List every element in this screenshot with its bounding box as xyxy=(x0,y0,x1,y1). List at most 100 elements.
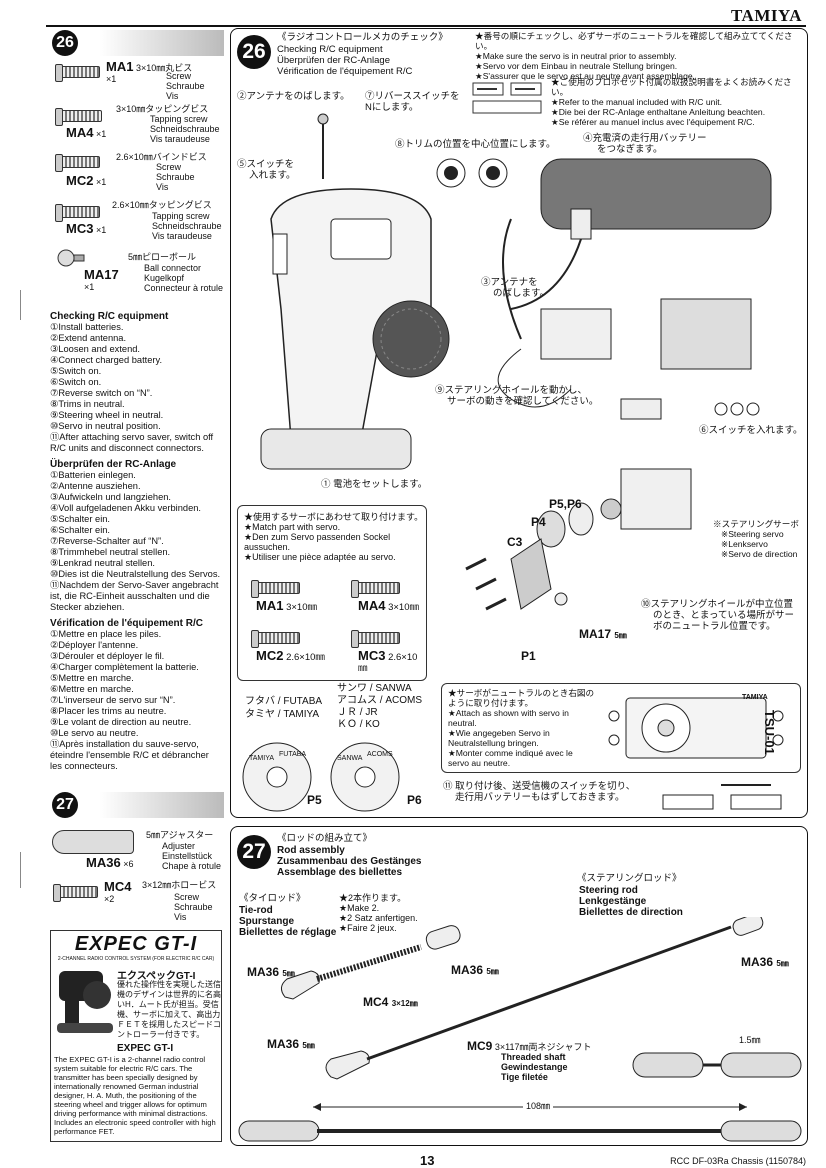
transmitter-drawing-icon xyxy=(260,113,450,470)
callout-1: ① 電池をセットします。 xyxy=(321,479,428,490)
fr-step-4: ④Charger complètement la batterie. xyxy=(50,662,199,672)
label-ma17: MA17 5㎜ xyxy=(579,627,627,641)
de-step-10: ⑩Dies ist die Neutralstellung des Servos… xyxy=(50,569,221,579)
de-step-3: ③Aufwickeln und langziehen. xyxy=(50,492,172,502)
label-p56: P5,P6 xyxy=(549,497,582,511)
part-ma1: MA1 3×10㎜丸ビス ×1 xyxy=(106,59,193,85)
p6-ring-acoms: ACOMS xyxy=(367,751,393,758)
top-rule xyxy=(46,25,806,27)
footer-code: RCC DF-03Ra Chassis (1150784) xyxy=(670,1156,806,1166)
connector-arrows-icon xyxy=(472,82,542,114)
ball-connector-icon xyxy=(57,249,85,267)
p5-ring-futaba: FUTABA xyxy=(279,751,307,758)
brand-logo: TAMIYA xyxy=(730,6,802,25)
label-mc4: MC4 3×12㎜ xyxy=(363,995,418,1009)
expec-jp-text: 優れた操作性を実現した送信機のデザインは世界的に名高いH．ムート氏が担当。受信機… xyxy=(117,980,221,1039)
callout-4: ④充電済の走行用バッテリーをつなぎます。 xyxy=(583,133,707,155)
step27-badge: 27 xyxy=(52,792,78,818)
en-step-7: ⑦Reverse switch on “N”. xyxy=(50,388,153,398)
de-step-9: ⑨Lenkrad neutral stellen. xyxy=(50,558,155,568)
part-mc4-size: 3×12㎜ホロービス xyxy=(142,880,217,890)
label-ma36-b: MA36 5㎜ xyxy=(451,963,499,977)
part-ma4-size: 3×10㎜タッピングビス xyxy=(116,104,209,114)
de-step-6: ⑥Schalter ein. xyxy=(50,525,111,535)
servo-match-notes: ★使用するサーボにあわせて取り付けます。★Match part with ser… xyxy=(244,512,424,562)
make2-notes: ★2本作ります。★Make 2.★2 Satz anfertigen.★Fair… xyxy=(339,893,418,933)
en-step-10: ⑩Servo in neutral position. xyxy=(50,421,161,431)
margin-mark-2 xyxy=(20,852,22,888)
tierod-jp: 《タイロッド》 xyxy=(239,893,306,904)
callout-11: ⑪ 取り付け後、送受信機のスイッチを切り、走行用バッテリーもはずしておきます。 xyxy=(443,781,636,803)
servo-match-box: ★使用するサーボにあわせて取り付けます。★Match part with ser… xyxy=(237,505,427,681)
adjuster-icon xyxy=(52,830,134,854)
disconnect-connector-icon xyxy=(662,784,782,810)
label-ma36-a: MA36 5㎜ xyxy=(247,965,295,979)
part-ma36: MA36 ×6 xyxy=(86,855,134,870)
fr-step-1: ①Mettre en place les piles. xyxy=(50,629,162,639)
screw-ma4-icon-2 xyxy=(351,580,400,598)
page-number: 13 xyxy=(420,1153,435,1168)
fr-step-11: ⑪Après installation du sauve-servo, étei… xyxy=(50,739,209,771)
en-step-6: ⑥Switch on. xyxy=(50,377,102,387)
attach-note-box: ★サーボがニュートラルのとき右図のように取り付けます。★Attach as sh… xyxy=(441,683,801,773)
p5-label: P5 xyxy=(307,793,322,807)
en-step-4: ④Connect charged battery. xyxy=(50,355,163,365)
en-title: Checking R/C equipment xyxy=(50,311,169,322)
de-title: Überprüfen der RC-Anlage xyxy=(50,459,177,470)
callout-9: ⑨ステアリングホイールを動かし、サーボの動きを確認してください。 xyxy=(435,385,599,407)
en-step-3: ③Loosen and extend. xyxy=(50,344,141,354)
de-steps: ①Batterien einlegen.②Antenne ausziehen.③… xyxy=(50,470,222,613)
servo-model-label: TSU-01 xyxy=(762,710,777,755)
callout-6: ⑥スイッチを入れます。 xyxy=(699,425,803,436)
de-step-8: ⑧Trimmhebel neutral stellen. xyxy=(50,547,171,557)
de-step-2: ②Antenne ausziehen. xyxy=(50,481,141,491)
fr-step-3: ③Dérouler et déployer le fil. xyxy=(50,651,165,661)
screw-ma1-icon xyxy=(55,64,100,82)
en-step-5: ⑤Switch on. xyxy=(50,366,102,376)
screw-mc4-icon xyxy=(53,884,98,902)
de-step-4: ④Voll aufgeladenen Akku verbinden. xyxy=(50,503,201,513)
de-step-5: ⑤Schalter ein. xyxy=(50,514,111,524)
screw-mc3-label: MC3 2.6×10㎜ xyxy=(358,648,418,674)
label-c3: C3 xyxy=(507,535,523,549)
de-step-1: ①Batterien einlegen. xyxy=(50,470,136,480)
expec-logo: EXPEC GT-I xyxy=(74,933,198,955)
gap-detail-icon xyxy=(632,1052,802,1078)
p6-ring-sanwa: SANWA xyxy=(337,755,363,762)
part-mc4: MC4×2 xyxy=(104,879,132,905)
screw-mc3-icon-2 xyxy=(351,630,400,648)
screw-mc2-label: MC2 2.6×10㎜ xyxy=(256,648,325,663)
p5-ring-tamiya: TAMIYA xyxy=(249,755,275,762)
fr-step-8: ⑧Placer les trims au neutre. xyxy=(50,706,167,716)
step26-notes-top: ★番号の順にチェックし、必ずサーボのニュートラルを確認して組み立ててください。★… xyxy=(475,31,793,81)
brands-right: サンワ / SANWA アコムス / ACOMS ＪＲ / JR ＫＯ / KO xyxy=(337,683,423,730)
part-mc3-size: 2.6×10㎜タッピングビス xyxy=(112,200,212,210)
fr-step-7: ⑦L'inverseur de servo sur “N”. xyxy=(50,695,176,705)
step27-jp-title: 《ロッドの組み立て》 xyxy=(277,833,373,844)
step26-notes-manual: ★ご使用のプロポセット付属の取扱説明書をよくお読みください。★Refer to … xyxy=(551,77,792,127)
label-mc9: MC9 3×117㎜両ネジシャフト Threaded shaft Gewinde… xyxy=(467,1039,592,1082)
servo-saver-exploded-icon xyxy=(465,468,692,611)
margin-mark-1 xyxy=(20,290,22,320)
gap-measure: 1.5㎜ xyxy=(739,1035,761,1045)
attach-notes: ★サーボがニュートラルのとき右図のように取り付けます。★Attach as sh… xyxy=(448,688,595,768)
step27-number: 27 xyxy=(237,835,271,869)
screw-ma4-label: MA4 3×10㎜ xyxy=(358,598,419,613)
callout-3: ③アンテナをのばします。 xyxy=(481,277,550,299)
label-p1: P1 xyxy=(521,649,536,663)
en-step-2: ②Extend antenna. xyxy=(50,333,127,343)
part-mc3: MC3 ×1 xyxy=(66,221,107,236)
part-mc2: MC2 ×1 xyxy=(66,173,107,188)
rod-assembly-drawing-icon xyxy=(281,917,764,1080)
